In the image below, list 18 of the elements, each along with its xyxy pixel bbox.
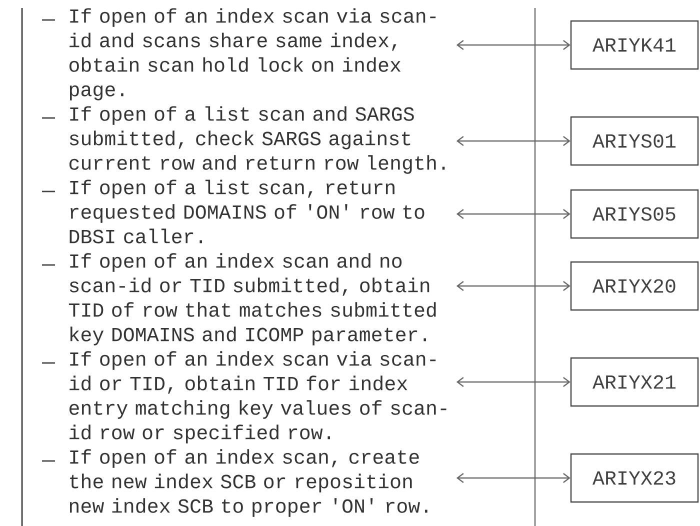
description-text: If open of an index scan via scan-id and scans share same index, obtain scan hold lock on index page.: [69, 8, 436, 100]
description-text: If open of a list scan and SARGS submitted, check SARGS against current row and return row length.: [69, 106, 445, 174]
description-text: If open of a list scan, return requested DOMAINS of 'ON' row to DBSI caller.: [70, 180, 424, 244]
double-arrow: [456, 40, 570, 50]
double-arrow: [456, 209, 570, 219]
module-box: ARIYX23: [570, 453, 699, 503]
module-box: ARIYS05: [570, 189, 699, 239]
description-text: If open of an index scan via scan-id or TID, obtain TID for index entry matching key values of scan-id row or specified row.: [70, 351, 446, 444]
module-box: ARIYX20: [570, 261, 699, 311]
module-box: ARIYK41: [570, 20, 699, 70]
description-text: If open of an index scan, create the new index SCB or reposition new index SCB to proper 'ON' row.: [70, 449, 428, 517]
module-box: ARIYX21: [570, 357, 699, 407]
double-arrow: [456, 136, 570, 146]
description-text: If open of an index scan and no scan-id or TID submitted, obtain TID of row that matches submitted key DOMAINS and ICOMP parameter.: [68, 253, 436, 346]
double-arrow: [456, 473, 570, 483]
double-arrow: [456, 377, 570, 387]
module-box: ARIYS01: [570, 116, 699, 166]
double-arrow: [456, 281, 570, 291]
